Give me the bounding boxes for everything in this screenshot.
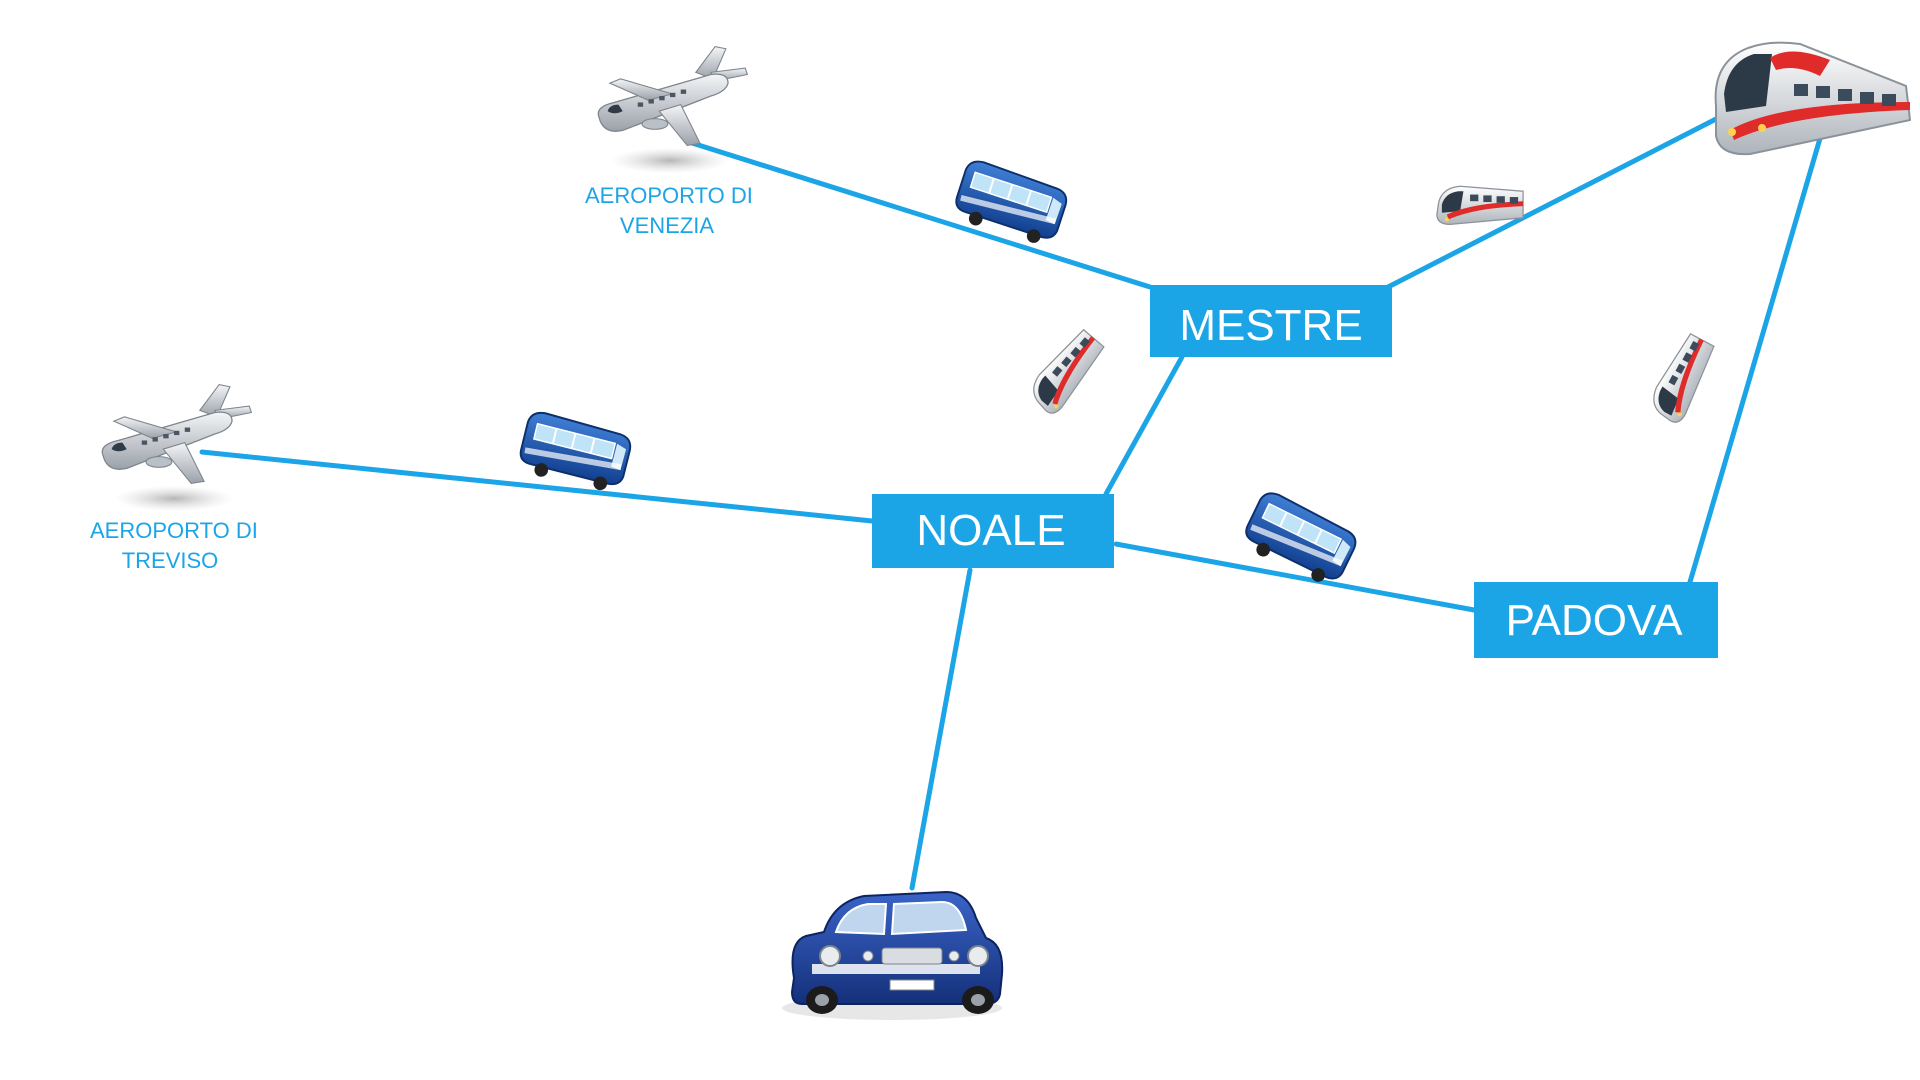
- node-noale-label: NOALE: [916, 506, 1065, 555]
- airport-venezia: AEROPORTO DI VENEZIA: [585, 45, 759, 238]
- node-padova-label: PADOVA: [1506, 596, 1684, 645]
- train-icon: [1023, 325, 1110, 418]
- airport-treviso-line-1: AEROPORTO DI: [90, 518, 258, 543]
- airport-treviso-label: AEROPORTO DI TREVISO: [90, 518, 264, 573]
- connection-lines: [199, 115, 1829, 891]
- train-station: [1714, 41, 1912, 156]
- node-noale: NOALE: [872, 494, 1114, 568]
- airport-treviso: AEROPORTO DI TREVISO: [90, 383, 264, 573]
- line-mestre-train-station: [1385, 115, 1721, 290]
- bus-icon: [515, 409, 635, 496]
- airport-venezia-line-1: AEROPORTO DI: [585, 183, 753, 208]
- bus-icon: [1236, 487, 1364, 592]
- line-train-station-padova: [1687, 115, 1829, 585]
- node-mestre-label: MESTRE: [1179, 301, 1362, 350]
- airport-venezia-line-2: VENEZIA: [620, 213, 714, 238]
- airport-treviso-line-2: TREVISO: [122, 548, 219, 573]
- train-icon: [1436, 185, 1524, 226]
- train-icon: [1714, 41, 1912, 156]
- line-noale-car: [909, 567, 973, 891]
- line-noale-padova: [1113, 541, 1477, 613]
- train-icon: [1645, 330, 1721, 427]
- line-venezia-mestre: [689, 140, 1153, 290]
- airplane-icon: [101, 383, 253, 513]
- node-padova: PADOVA: [1474, 582, 1718, 658]
- line-treviso-noale: [199, 449, 875, 524]
- car-icon: [782, 890, 1004, 1020]
- node-mestre: MESTRE: [1150, 285, 1392, 357]
- line-mestre-noale: [1103, 354, 1185, 497]
- bus-icon: [949, 157, 1072, 250]
- airport-venezia-label: AEROPORTO DI VENEZIA: [585, 183, 759, 238]
